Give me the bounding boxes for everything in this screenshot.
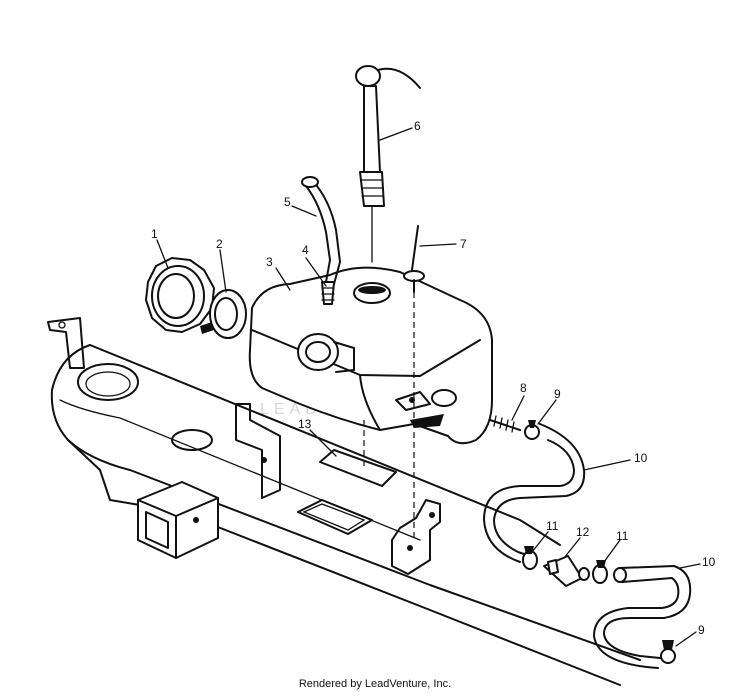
callout-12: 12 bbox=[576, 525, 590, 539]
footer-credit: Rendered by LeadVenture, Inc. bbox=[298, 678, 452, 690]
hose-clamp-lower bbox=[660, 640, 676, 664]
gas-cap bbox=[145, 257, 215, 333]
vent-hose bbox=[305, 179, 341, 285]
fuel-gauge bbox=[355, 65, 421, 263]
hose-clamp-right bbox=[592, 560, 608, 584]
callout-11-left: 11 bbox=[546, 519, 559, 533]
leader-lines bbox=[156, 127, 701, 647]
pad-13 bbox=[319, 449, 397, 487]
cap-gasket bbox=[200, 289, 247, 339]
callout-11-right: 11 bbox=[616, 529, 629, 543]
callout-4: 4 bbox=[302, 243, 309, 257]
callout-2: 2 bbox=[216, 237, 223, 251]
fuel-hose-lower bbox=[603, 565, 692, 659]
probe bbox=[403, 225, 425, 293]
callout-8: 8 bbox=[520, 381, 527, 395]
callout-3: 3 bbox=[266, 255, 273, 269]
callout-7: 7 bbox=[460, 237, 467, 251]
fuel-fitting bbox=[489, 415, 521, 433]
callout-5: 5 bbox=[284, 195, 291, 209]
hose-clamp-upper bbox=[524, 420, 540, 440]
fuel-hose-upper bbox=[493, 423, 586, 557]
callout-10-upper: 10 bbox=[634, 451, 648, 465]
fuel-filter bbox=[543, 555, 590, 587]
callout-6: 6 bbox=[414, 119, 421, 133]
hose-clamp-left bbox=[522, 546, 538, 570]
callout-10-lower: 10 bbox=[702, 555, 716, 569]
callout-1: 1 bbox=[151, 227, 158, 241]
callout-9-upper: 9 bbox=[554, 387, 561, 401]
vent-fitting bbox=[321, 281, 335, 305]
frame bbox=[47, 317, 641, 686]
callout-9-lower: 9 bbox=[698, 623, 705, 637]
callout-13: 13 bbox=[298, 417, 312, 431]
callouts: 1 2 3 4 5 6 7 8 9 10 11 12 11 10 9 13 bbox=[151, 119, 716, 637]
fuel-tank bbox=[248, 266, 493, 445]
